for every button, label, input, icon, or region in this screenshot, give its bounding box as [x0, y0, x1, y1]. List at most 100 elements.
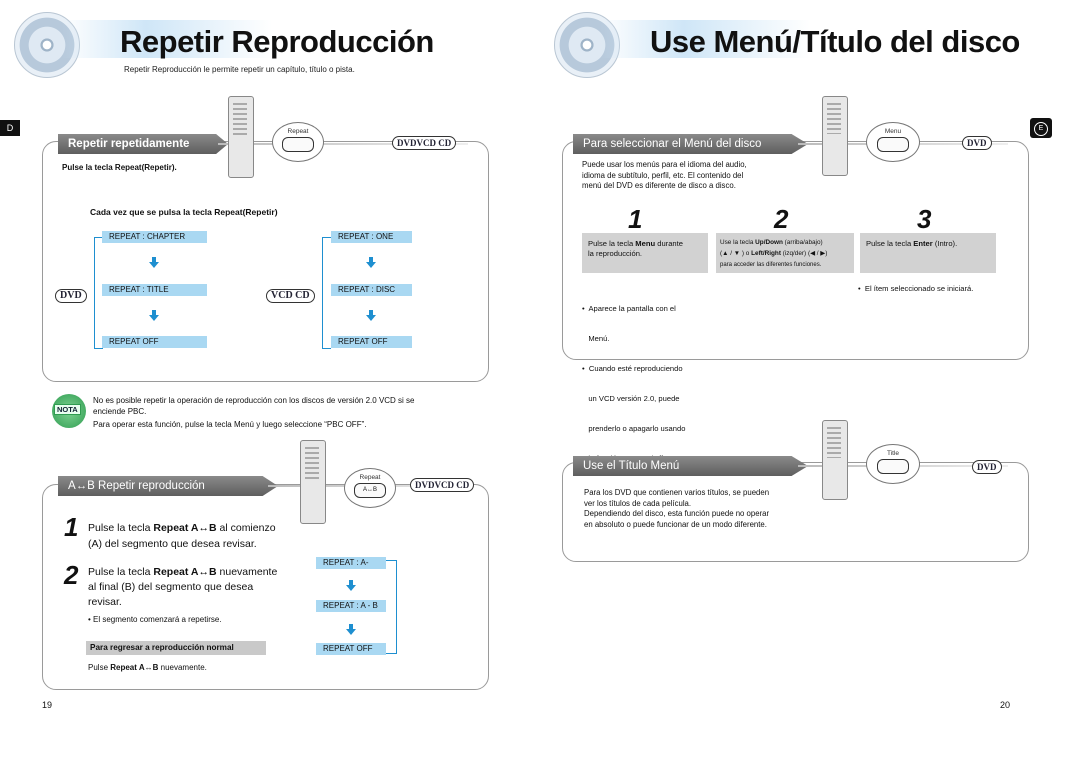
section-header-repeat: Repetir repetidamente [58, 134, 228, 154]
repeat-button-bubble: Repeat [272, 122, 324, 162]
box-text: Use la tecla [720, 239, 756, 246]
ab-repeat-3: REPEAT OFF [316, 643, 386, 655]
step-2-number: 2 [64, 560, 79, 590]
box-text: (izq/der) (◀ / ▶) [780, 250, 828, 257]
segment-bullet: • El segmento comenzará a repetirse. [88, 615, 222, 624]
step-1-text: Pulse la tecla Repeat A↔B al comienzo (A… [88, 520, 276, 552]
return-text-part: nuevamente. [158, 663, 207, 672]
box-text: (▲ / ▼ ) o [720, 250, 752, 257]
vcd-cd-label: VCD CD [266, 289, 315, 303]
dvd-repeat-2: REPEAT : TITLE [102, 284, 207, 296]
disc-badge-dvd: DVDVCD CD [392, 136, 457, 150]
ab-button-bubble: Repeat A↔B [344, 468, 396, 508]
disc-menu-intro: Puede usar los menús para el idioma del … [582, 160, 747, 192]
title-swoosh-right [600, 20, 810, 58]
badge-cd: CD [438, 138, 452, 148]
bullet-line: Menú. [582, 334, 610, 343]
step-1-box: Pulse la tecla Menu durante la reproducc… [582, 233, 708, 273]
step-number-3: 3 [917, 204, 932, 234]
vcd-loop-bracket [322, 237, 331, 349]
step-key: Repeat A↔B [153, 566, 217, 578]
bullet-line: • Aparece la pantalla con el [582, 304, 676, 313]
text-line: en absoluto o puede funcionar de un modo… [584, 519, 767, 529]
intro-line: Puede usar los menús para el idioma del … [582, 160, 747, 169]
box-text: (arriba/abajo) [782, 239, 823, 246]
text-line: Para los DVD que contienen varios título… [584, 488, 770, 497]
bullet-line: un VCD versión 2.0, puede [582, 394, 680, 403]
page-title-left: Repetir Reproducción [120, 24, 434, 59]
bullet-line: • Cuando esté reproduciendo [582, 364, 683, 373]
disc-badge-ab: DVDVCD CD [410, 478, 475, 492]
badge-vcd: VCD [416, 138, 437, 148]
title-button-icon [877, 459, 909, 474]
side-tab-letter: D [6, 123, 14, 133]
step-text: revisar. [88, 596, 122, 608]
return-text: Pulse Repeat A↔B nuevamente. [88, 663, 207, 673]
side-tab-right: E [1030, 118, 1052, 138]
box-text: Pulse la tecla [588, 239, 636, 248]
page-number-right: 20 [1000, 700, 1011, 710]
step-1-number: 1 [64, 512, 79, 542]
side-tab-left: D [0, 120, 20, 136]
vcd-repeat-3: REPEAT OFF [331, 336, 412, 348]
step-2-text: Pulse la tecla Repeat A↔B nuevamente al … [88, 565, 277, 610]
intro-text-left: Repetir Reproducción le permite repetir … [124, 65, 355, 74]
return-key: Repeat A↔B [110, 663, 159, 672]
menu-button-icon [877, 137, 909, 152]
section-header-ab: A↔B Repetir reproducción [58, 476, 278, 496]
ab-loop-bracket [386, 560, 397, 654]
title-swoosh-left [62, 20, 272, 58]
bullet-line: prenderlo o apagarlo usando [582, 424, 686, 433]
box-key: Enter [913, 239, 933, 248]
flow-arrow [149, 310, 159, 321]
section-header-title-menu: Use el Título Menú [573, 456, 808, 476]
section-rule [218, 143, 468, 145]
box-text: para acceder las diferentes funciones. [720, 262, 822, 268]
box-key: Up/Down [755, 239, 783, 246]
subheading-repeat: Cada vez que se pulsa la tecla Repeat(Re… [90, 207, 278, 217]
vcd-repeat-2: REPEAT : DISC [331, 284, 412, 296]
dvd-repeat-1: REPEAT : CHAPTER [102, 231, 207, 243]
bubble-label: Repeat [359, 474, 381, 481]
disc-badge-dvd: DVD [972, 460, 1002, 474]
page-title-right: Use Menú/Título del disco [650, 24, 1020, 59]
flow-arrow [366, 310, 376, 321]
step-text: Pulse la tecla [88, 522, 154, 534]
flow-arrow [366, 257, 376, 268]
remote-control-icon [822, 96, 848, 176]
note-line-3: Para operar esta función, pulse la tecla… [93, 420, 367, 429]
text-line: Dependiendo del disco, esta función pued… [584, 509, 770, 518]
remote-control-icon [228, 96, 254, 178]
badge-cd: CD [456, 480, 470, 490]
bubble-label: Title [886, 450, 900, 457]
ab-button-icon: A↔B [354, 483, 386, 498]
return-heading: Para regresar a reproducción normal [86, 641, 266, 655]
remote-control-icon [300, 440, 326, 524]
step-3-box: Pulse la tecla Enter (Intro). [860, 233, 996, 273]
box-key: Left/Right [751, 250, 781, 257]
instruction-repeat: Pulse la tecla Repeat(Repetir). [62, 163, 177, 172]
menu-button-bubble: Menu [866, 122, 920, 162]
flow-arrow [346, 580, 356, 591]
step-number-2: 2 [774, 204, 789, 234]
step-key: Repeat A↔B [153, 522, 217, 534]
badge-vcd: VCD [434, 480, 455, 490]
page-number-left: 19 [42, 700, 53, 710]
step-text: al final (B) del segmento que desea [88, 581, 254, 593]
note-line-1: No es posible repetir la operación de re… [93, 396, 415, 405]
ab-button-text: A↔B [362, 487, 377, 493]
badge-dvd: DVD [397, 138, 417, 148]
side-tab-letter: E [1034, 122, 1048, 136]
flow-arrow [346, 624, 356, 635]
remote-control-icon [822, 420, 848, 500]
ab-repeat-2: REPEAT : A - B [316, 600, 386, 612]
step-2-box: Use la tecla Up/Down (arriba/abajo) (▲ /… [716, 233, 854, 273]
text-line: ver los títulos de cada película. [584, 498, 692, 508]
step-number-1: 1 [628, 204, 643, 234]
box-key: Menu [635, 239, 656, 248]
ab-repeat-1: REPEAT : A- [316, 557, 386, 569]
dvd-loop-bracket [94, 237, 103, 349]
step-1-bullets: • Aparece la pantalla con el Menú. • Cua… [582, 284, 685, 474]
return-text-part: Pulse [88, 663, 111, 672]
box-text: durante [655, 239, 683, 248]
